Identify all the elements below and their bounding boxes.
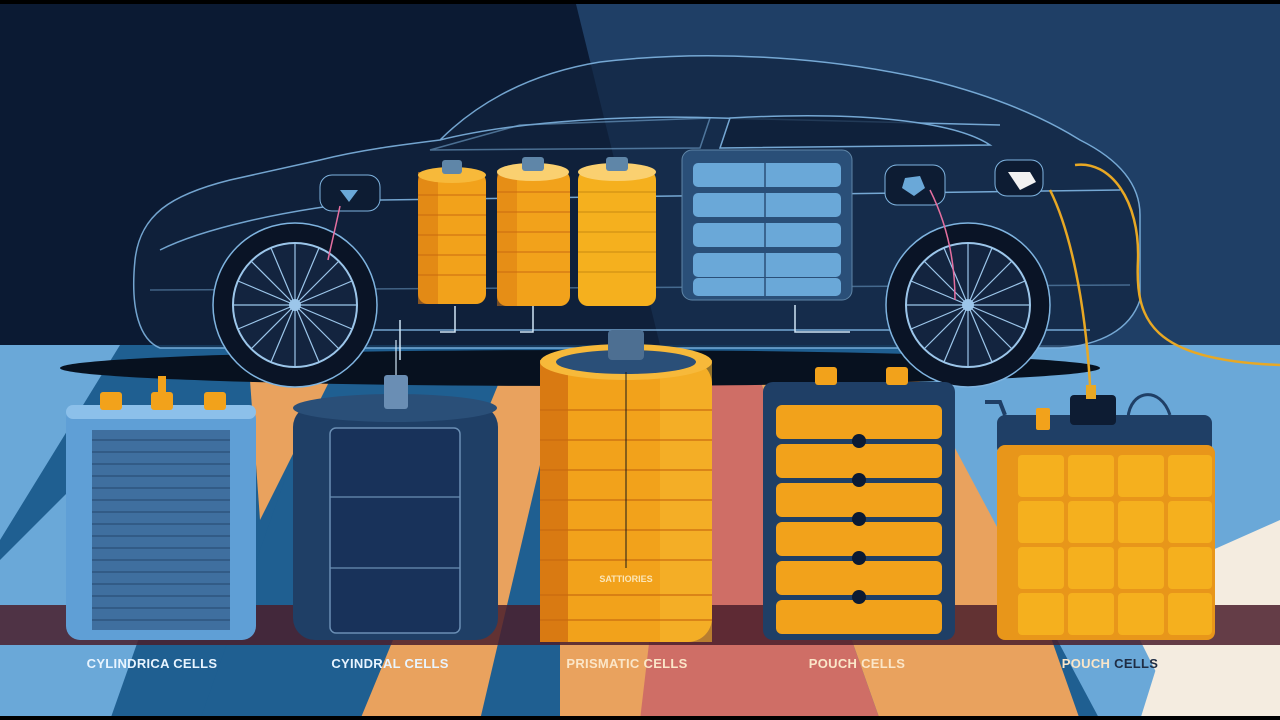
battery-inline-label: SATTIORIES	[599, 574, 653, 584]
cylindrical-cell-battery-2	[293, 340, 498, 640]
pouch-cell-battery-2	[985, 385, 1215, 640]
charging-plug-icon	[994, 159, 1044, 197]
charging-cable	[1048, 163, 1280, 386]
prismatic-cell-battery	[540, 330, 712, 642]
label-cells-word: CELLS	[1114, 656, 1159, 671]
label-pouch-word: POUCH	[1061, 656, 1111, 671]
label-cylindrical-cells-1: CYLINDRICA CELLS	[86, 656, 218, 671]
label-cylindrical-cells-2: CYINDRAL CELLS	[331, 656, 449, 671]
car-cylindrical-cells	[399, 157, 656, 360]
car-battery-pack	[681, 149, 853, 333]
label-pouch-cells-1: POUCH CELLS	[808, 656, 906, 671]
label-pouch-cells-2: POUCH CELLS	[1062, 656, 1159, 671]
pouch-cell-battery-1	[763, 367, 955, 640]
label-prismatic-cells: PRISMATIC CELLS	[566, 656, 688, 671]
front-charge-port-icon	[319, 174, 381, 261]
rear-charge-port-icon	[884, 164, 956, 301]
front-wheel	[212, 222, 378, 388]
rear-wheel	[885, 222, 1051, 388]
cylindrical-cell-battery-1	[66, 376, 256, 640]
